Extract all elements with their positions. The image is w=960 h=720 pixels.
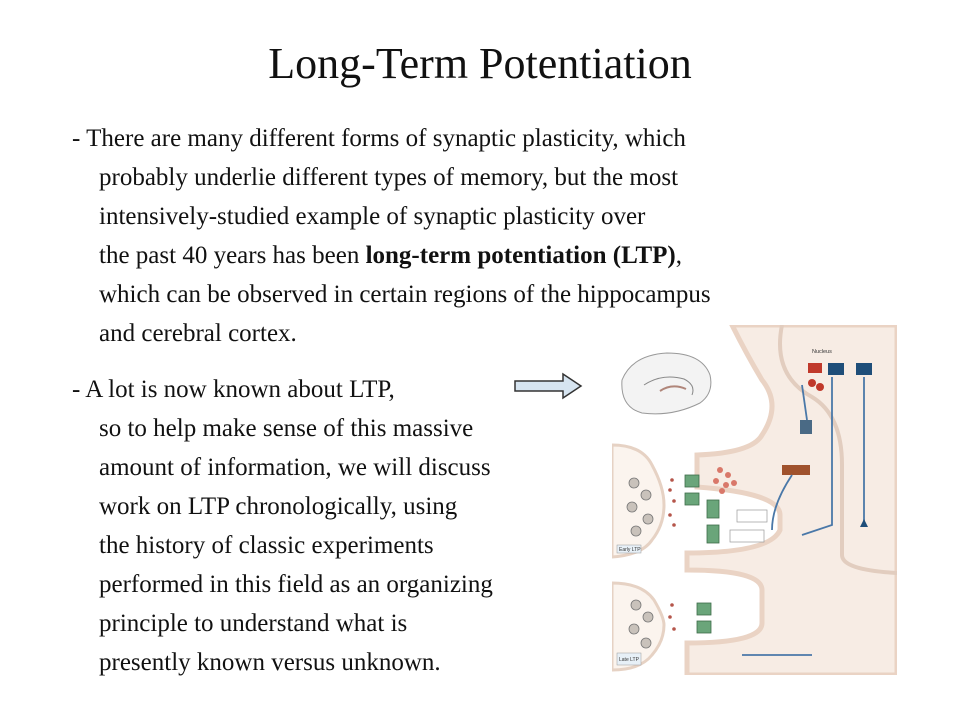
paragraph-line: - A lot is now known about LTP,: [72, 376, 395, 403]
ltp-term-bold: long-term potentiation (LTP): [365, 242, 676, 269]
ltp-mechanism-figure: Nucleus Early LTP Late LTP: [612, 325, 897, 675]
paragraph-ltp-history: - A lot is now known about LTP, so to he…: [72, 370, 612, 682]
paragraph-ltp-intro: - There are many different forms of syna…: [72, 119, 942, 353]
early-ltp-label: Early LTP: [619, 547, 641, 553]
paragraph-line: and cerebral cortex.: [99, 320, 297, 347]
paragraph-line: principle to understand what is: [99, 610, 408, 637]
slide-title: Long-Term Potentiation: [268, 39, 692, 88]
line-text: the past 40 years has been: [99, 242, 366, 269]
right-arrow-icon: [514, 372, 583, 400]
paragraph-line: - There are many different forms of syna…: [72, 125, 686, 152]
line-text: ,: [675, 242, 682, 269]
paragraph-line: intensively-studied example of synaptic …: [99, 203, 646, 230]
late-ltp-label: Late LTP: [619, 657, 640, 663]
paragraph-line: the history of classic experiments: [99, 532, 434, 559]
paragraph-line: the past 40 years has been long-term pot…: [72, 236, 942, 275]
nucleus-label: Nucleus: [812, 349, 832, 355]
paragraph-line: so to help make sense of this massive: [99, 415, 474, 442]
paragraph-line: which can be observed in certain regions…: [99, 281, 711, 308]
paragraph-line: probably underlie different types of mem…: [99, 164, 679, 191]
paragraph-line: performed in this field as an organizing: [99, 571, 493, 598]
brain-inset: [621, 352, 712, 415]
paragraph-line: amount of information, we will discuss: [99, 454, 491, 481]
paragraph-line: work on LTP chronologically, using: [99, 493, 458, 520]
paragraph-line: presently known versus unknown.: [99, 649, 441, 676]
